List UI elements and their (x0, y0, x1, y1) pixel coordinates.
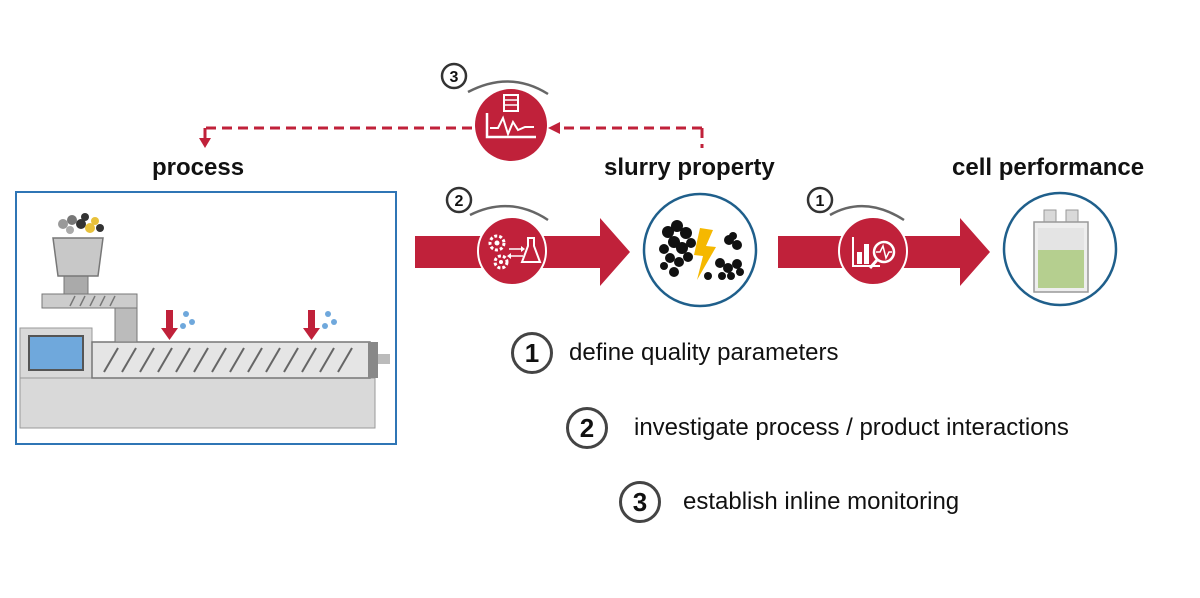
step-1: 1 define quality parameters (511, 332, 838, 374)
particles-lightning-icon (642, 192, 758, 308)
feedback-loop (199, 122, 704, 148)
step-1-text: define quality parameters (569, 339, 839, 366)
extruder-icon (15, 191, 397, 445)
cell-performance-title: cell performance (952, 154, 1145, 181)
svg-text:3: 3 (450, 69, 459, 86)
step-3: 3 establish inline monitoring (619, 481, 959, 523)
chart-magnifier-icon (829, 204, 908, 286)
process-title: process (152, 154, 245, 181)
slurry-property-title: slurry property (604, 154, 775, 181)
sensor-monitor-icon (467, 80, 549, 161)
step-2: 2 investigate process / product interact… (566, 407, 1069, 449)
badge-3: 3 (440, 62, 468, 90)
step-2-text: investigate process / product interactio… (634, 414, 1069, 441)
badge-2: 2 (445, 186, 473, 214)
svg-text:1: 1 (816, 193, 825, 210)
svg-text:2: 2 (455, 193, 464, 210)
badge-1: 1 (806, 186, 834, 214)
gears-flask-icon (469, 204, 549, 286)
step-1-number: 1 (511, 332, 553, 374)
battery-cell-icon (1002, 191, 1118, 307)
step-3-number: 3 (619, 481, 661, 523)
step-2-number: 2 (566, 407, 608, 449)
step-3-text: establish inline monitoring (683, 488, 960, 515)
